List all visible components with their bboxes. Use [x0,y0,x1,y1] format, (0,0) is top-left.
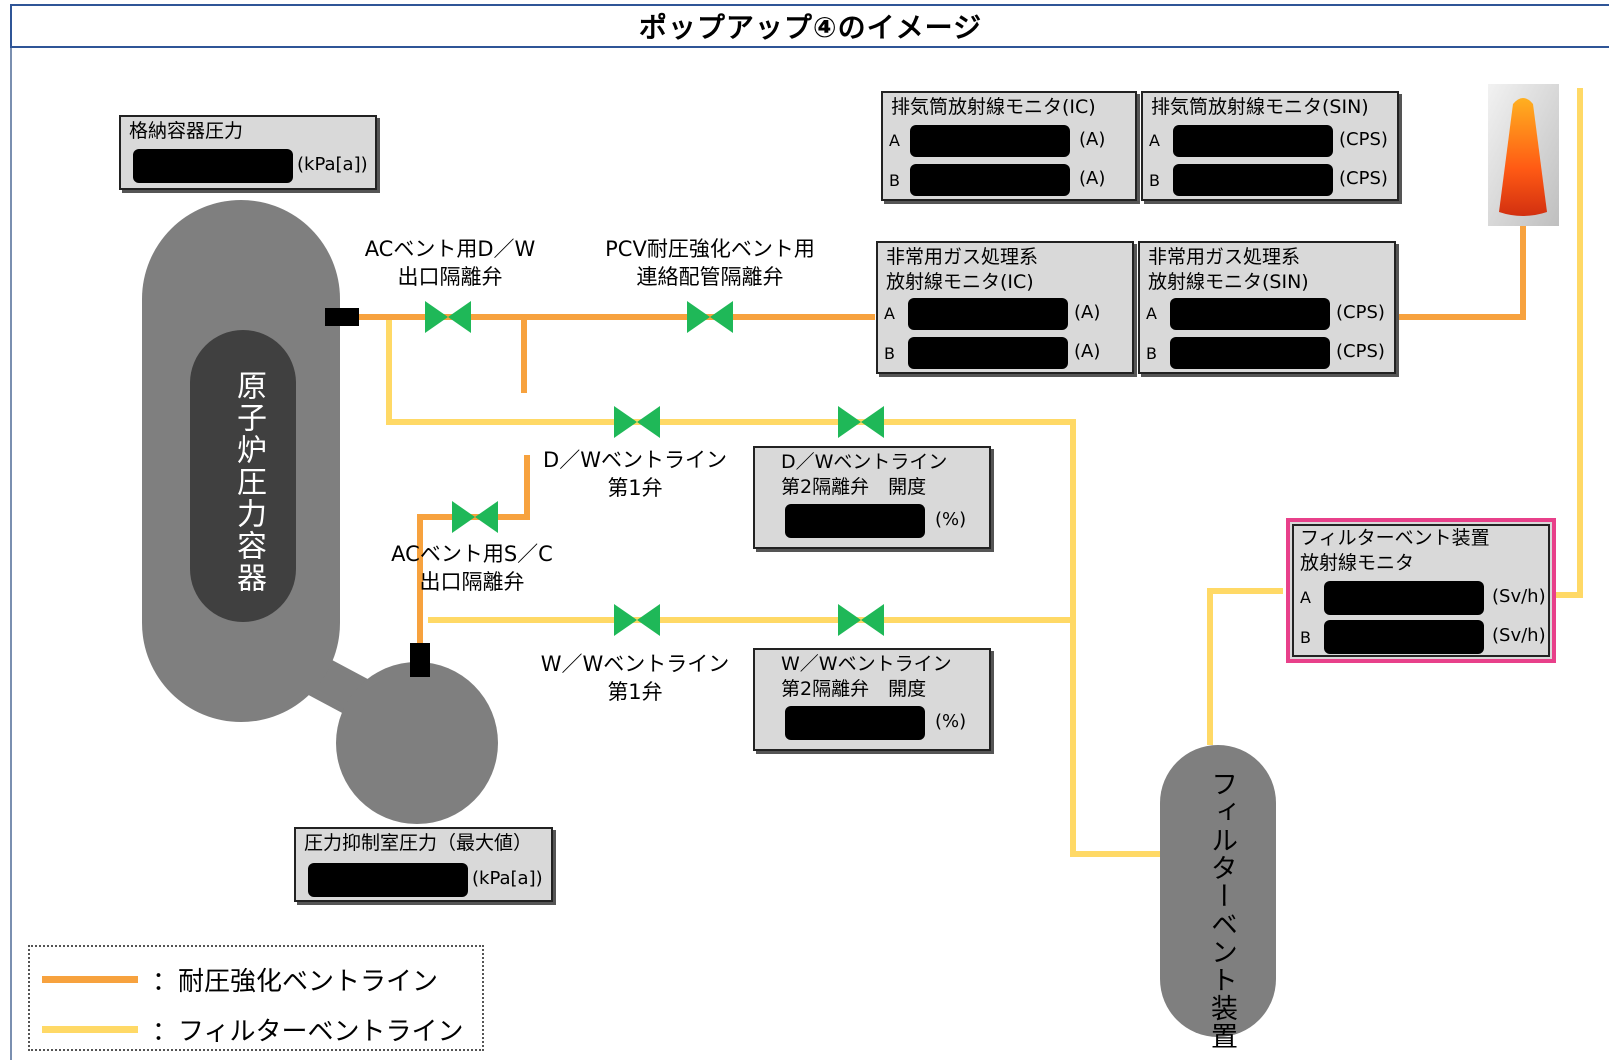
panel-filter-vent-monitor: フィルターベント装置 放射線モニタ A (Sv/h) B (Sv/h) [1286,518,1556,663]
filter-vent-vessel [1160,745,1276,1037]
panel-dw-valve2-opening: D／Wベントライン 第2隔離弁 開度 (%) [753,446,991,549]
valve-label-ac-dw: ACベント用D／W 出口隔離弁 [364,237,536,289]
valve-ac-dw [425,301,448,333]
value-display [308,863,468,897]
value-display [1173,125,1333,157]
filter-vent-lines [386,88,1583,857]
page-title: ポップアップ④のイメージ [638,11,983,44]
valve-pcv [687,301,710,333]
dw-nozzle [325,308,359,326]
rpv-label: 原子炉圧力容器 [231,370,266,594]
value-display [785,504,925,538]
legend-swatch-yellow [42,1026,138,1033]
valve-label-pcv: PCV耐圧強化ベント用 連絡配管隔離弁 [605,237,815,289]
valves [425,301,884,636]
legend: ：耐圧強化ベントライン ：フィルターベントライン [28,945,484,1051]
rpv-core [190,330,296,622]
sc-nozzle [410,643,430,677]
suppression-chamber [336,662,498,824]
value-display [910,164,1070,196]
title-bar: ポップアップ④のイメージ [10,4,1609,48]
panel-stack-sin: 排気筒放射線モニタ(SIN) A (CPS) B (CPS) [1141,91,1399,201]
panel-stack-ic: 排気筒放射線モニタ(IC) A (A) B (A) [881,91,1137,201]
value-display [1324,620,1484,654]
valve-ww-2 [838,604,861,636]
panel-suppression-pressure: 圧力抑制室圧力（最大値） (kPa[a]) [294,827,553,902]
valve-ww-1 [614,604,637,636]
value-display [908,298,1068,330]
legend-swatch-orange [42,976,138,983]
valve-dw-2 [838,406,861,438]
valve-ac-sc [452,501,475,533]
value-display [1324,581,1484,615]
panel-ww-valve2-opening: W／Wベントライン 第2隔離弁 開度 (%) [753,648,991,751]
legend-item-filter: ：フィルターベントライン [30,1011,463,1048]
value-display [1170,337,1330,369]
panel-sgts-ic: 非常用ガス処理系 放射線モニタ(IC) A (A) B (A) [876,241,1134,374]
valve-label-ac-sc: ACベント用S／C 出口隔離弁 [391,542,553,594]
value-display [910,125,1070,157]
valve-dw-1 [614,406,637,438]
value-display [908,337,1068,369]
value-display [133,149,293,183]
panel-sgts-sin: 非常用ガス処理系 放射線モニタ(SIN) A (CPS) B (CPS) [1138,241,1396,374]
valve-label-ww-line: W／Wベントライン 第1弁 [540,652,730,704]
filter-vent-label: フィルターベント装置 [1206,770,1237,1050]
value-display [1173,164,1333,196]
legend-item-pressure: ：耐圧強化ベントライン [30,961,438,998]
value-display [785,706,925,740]
panel-containment-pressure: 格納容器圧力 (kPa[a]) [119,115,377,190]
valve-label-dw-line: D／Wベントライン 第1弁 [543,448,727,500]
value-display [1170,298,1330,330]
